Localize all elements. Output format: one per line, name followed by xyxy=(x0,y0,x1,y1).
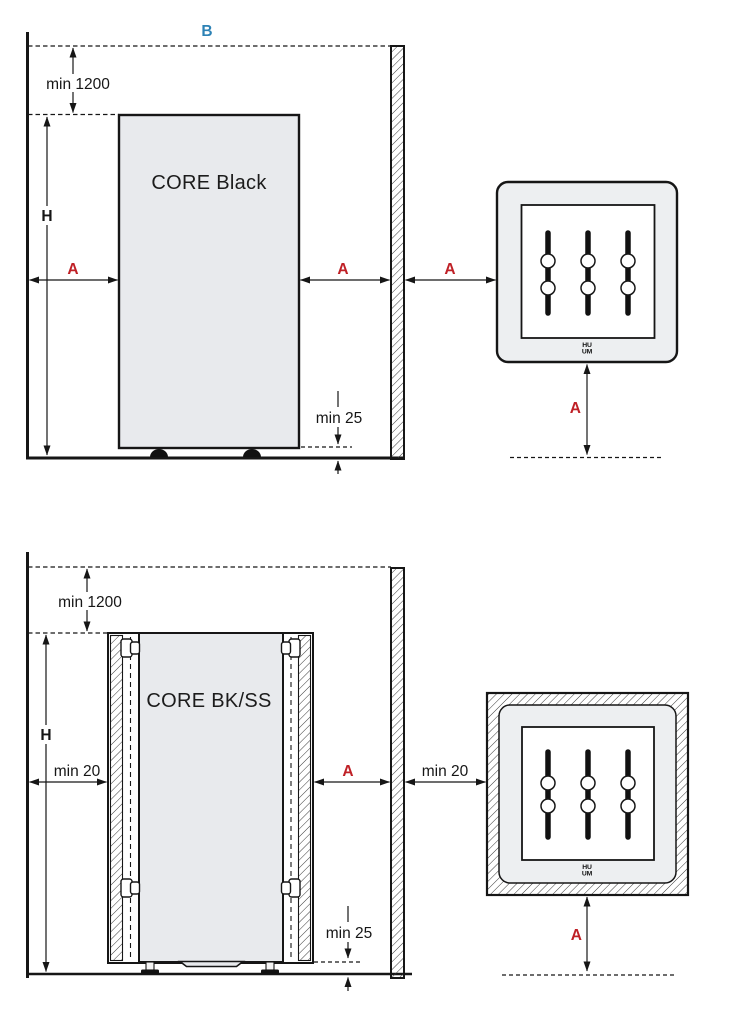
side-panel-left xyxy=(109,634,124,962)
huum-logo-top: HU xyxy=(582,342,592,349)
heater-foot xyxy=(150,449,168,457)
dim-label-h: H xyxy=(41,208,52,225)
label-mask xyxy=(320,922,378,942)
dim-label-a-wall-gap: A xyxy=(444,261,455,278)
heater-feet xyxy=(141,961,279,974)
dim-label-min-20-left: min 20 xyxy=(54,763,101,780)
heating-elements xyxy=(545,230,631,316)
side-panel-right xyxy=(297,634,312,962)
heating-elements xyxy=(545,749,631,840)
protective-wall-section xyxy=(390,45,405,460)
heater-body-core-bkss xyxy=(138,632,284,963)
label-mask xyxy=(37,725,55,744)
figure-core-bkss: CORE BK/SS min 1200 H min 20 A min 20 mi… xyxy=(26,552,690,991)
dim-label-min-1200: min 1200 xyxy=(46,76,110,93)
dim-label-a-right: A xyxy=(337,261,348,278)
label-mask xyxy=(38,206,56,225)
label-mask xyxy=(55,592,125,610)
dim-label-a-right: A xyxy=(342,763,353,780)
ceiling-dimension-label-b: B xyxy=(201,23,212,40)
dim-label-a-left: A xyxy=(67,261,78,278)
heater-assembly-core-bkss: CORE BK/SS xyxy=(107,632,314,974)
dim-label-min-20-wall-gap: min 20 xyxy=(422,763,469,780)
dim-label-min-25: min 25 xyxy=(316,410,363,427)
element-connectors xyxy=(540,775,636,814)
dim-label-a-bench-gap: A xyxy=(571,927,582,944)
dim-label-min-25: min 25 xyxy=(326,925,373,942)
huum-logo-bottom: UM xyxy=(582,349,593,356)
dim-label-min-1200: min 1200 xyxy=(58,594,122,611)
heater-top-view-core-black: HU UM xyxy=(495,180,679,364)
heater-bottom-recess xyxy=(177,960,246,968)
heater-body-core-black xyxy=(117,113,301,450)
product-label-core-bkss: CORE BK/SS xyxy=(146,690,271,712)
heater-top-view-core-bkss: HU UM xyxy=(485,691,690,897)
label-mask xyxy=(44,74,113,92)
label-mask xyxy=(308,407,370,427)
huum-logo-top: HU xyxy=(582,864,592,871)
protective-wall-section xyxy=(390,567,405,979)
heater-foot xyxy=(243,449,261,457)
figure-core-black: CORE Black B min 1200 H A A A min 25 xyxy=(26,23,679,474)
dim-label-h: H xyxy=(40,727,51,744)
product-label-core-black: CORE Black xyxy=(151,172,267,194)
dim-label-a-bench-gap: A xyxy=(570,400,581,417)
mounting-clips xyxy=(120,638,301,898)
huum-logo-bottom: UM xyxy=(582,871,593,878)
element-connectors xyxy=(540,253,636,296)
